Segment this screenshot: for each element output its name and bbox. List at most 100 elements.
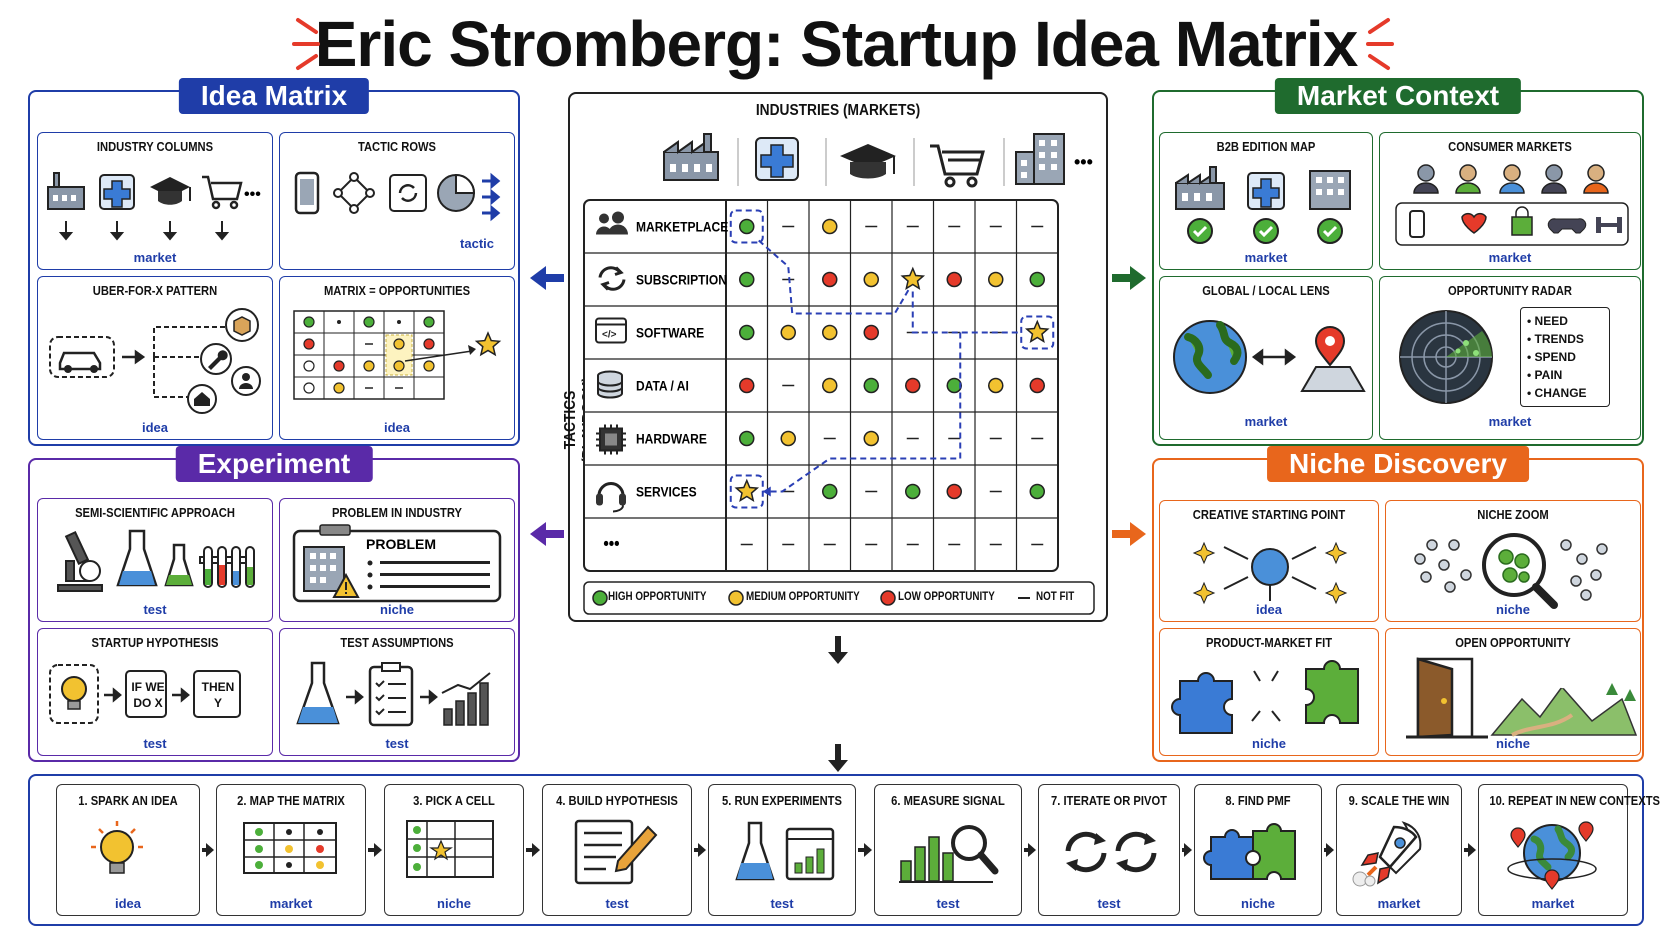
opportunity-dot [780,430,796,447]
opportunity-dot [739,430,755,447]
card-tag: test [385,736,409,751]
legend-medium: MEDIUM OPPORTUNITY [746,589,860,603]
market-context-panel: Market Context B2B EDITION MAP market CO… [1152,78,1644,446]
buildings-icon [1015,133,1065,185]
card-title: MATRIX = OPPORTUNITIES [323,283,471,298]
creative-starting-point-card: CREATIVE STARTING POINT idea [1159,500,1379,622]
refresh-icon [598,266,626,291]
star-icon [1024,319,1050,343]
flask-icon [164,543,194,587]
puzzle-icon [1203,823,1296,880]
test-assumptions-card: TEST ASSUMPTIONS test [279,628,515,756]
map-pin-icon [1300,326,1366,392]
matrix-opportunities-card: MATRIX = OPPORTUNITIES idea [279,276,515,440]
opportunity-dot [863,430,879,447]
tactic-row-label: SUBSCRIPTION [636,272,727,288]
global-local-icons [1173,320,1366,394]
dot-mark [337,320,341,324]
factory-icon [1175,166,1225,210]
flask-icon [116,529,158,587]
open-door-scene [1406,657,1638,739]
opportunity-dot [1029,483,1045,500]
house-icon [187,384,217,414]
opportunity-dot [423,338,435,350]
door-icon [1406,657,1488,739]
check-icon [1187,218,1343,244]
headset-icon [596,482,626,513]
then-y-text: THEN Y [201,680,235,710]
bag-icon [1511,206,1533,236]
graduation-cap-icon [150,177,191,205]
network-icon [333,172,375,214]
industry-icons: ••• [47,172,261,241]
opportunity-dot [905,377,921,394]
lightbulb-icon [91,821,143,874]
lab-icons [57,529,255,592]
opportunity-dot [1029,377,1045,394]
opportunity-dot [393,338,405,350]
opportunity-dot [423,316,435,328]
step-arrow [1024,843,1036,857]
card-title: OPEN OPPORTUNITY [1455,635,1571,650]
card-title: NICHE ZOOM [1477,507,1549,522]
path-connector [911,291,1022,334]
card-tag: tactic [460,236,494,251]
opportunity-radar-card: OPPORTUNITY RADAR • NEED • TRENDS • SPEN… [1379,276,1641,440]
card-tag: market [1488,250,1532,265]
card-title: INDUSTRY COLUMNS [96,139,214,154]
industry-columns-card: INDUSTRY COLUMNS ••• market [37,132,273,270]
opportunity-dot [905,483,921,500]
card-title: CONSUMER MARKETS [1448,139,1572,154]
open-opportunity-card: OPEN OPPORTUNITY niche [1385,628,1641,756]
step-label: 9. SCALE THE WIN [1348,793,1450,808]
step-tag: idea [114,896,141,911]
startup-hypothesis-card: STARTUP HYPOTHESIS IF WE DO X THEN Y tes… [37,628,273,756]
card-tag: niche [1496,736,1530,751]
step-tag: market [269,896,313,911]
opportunity-dot [303,316,315,328]
step-arrow [368,843,382,857]
opportunity-dot [822,271,838,288]
grid-star-icon [406,820,494,878]
step-label: 3. PICK A CELL [413,793,495,808]
hypothesis-diagram [49,664,241,724]
car-icon [58,351,102,373]
niche-discovery-title: Niche Discovery [1267,446,1529,482]
wrench-icon [200,343,232,375]
factory-icon [663,133,719,181]
step-tag: test [605,896,629,911]
dot-mark [397,320,401,324]
person-icon [1413,164,1609,194]
opportunity-dot [333,360,345,372]
card-tag: test [143,736,167,751]
grid-icon [243,822,337,874]
microscope-icon [57,530,103,592]
radar-list: • NEED • TRENDS • SPEND • PAIN • CHANGE [1520,307,1610,407]
opportunity-dot [988,377,1004,394]
card-title: PROBLEM IN INDUSTRY [331,505,463,520]
tactic-row-label: SERVICES [636,484,697,500]
factory-icon [47,172,85,210]
tactic-row-label: DATA / AI [636,378,689,394]
card-title: TACTIC ROWS [357,139,437,154]
bar-chart-icon [441,672,491,726]
svg-text:</>: </> [602,330,617,341]
opportunity-dot [363,360,375,372]
matrix-grid: ••• MARKETPLACESUBSCRIPTION</>SOFTWAREDA… [583,133,1095,615]
lightbulb-icon [61,676,87,710]
phone-icon [1409,210,1425,238]
step-arrow [694,843,706,857]
arrow-down-matrix [828,636,848,664]
star-icon [734,478,760,502]
niche-discovery-panel: Niche Discovery CREATIVE STARTING POINT … [1152,446,1644,762]
radar-item: • NEED [1527,314,1568,328]
opportunity-dot [946,483,962,500]
medical-icon [755,137,799,181]
chip-icon [596,424,626,455]
tactic-row-label: SOFTWARE [636,325,704,341]
legend-box [583,581,1095,615]
